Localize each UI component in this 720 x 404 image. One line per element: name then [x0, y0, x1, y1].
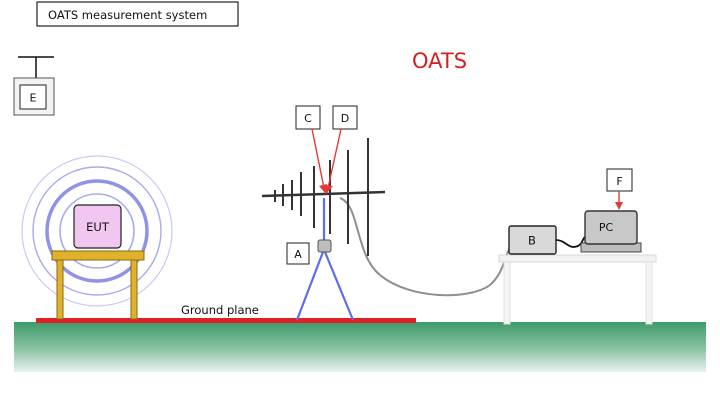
monitor-icon: PC [580, 210, 642, 253]
earth-symbol: E [13, 56, 55, 116]
ground-plane-label: Ground plane [181, 303, 259, 317]
label-eut: EUT [86, 220, 110, 234]
label-b: B [528, 234, 536, 248]
label-a: A [294, 248, 302, 261]
ground-plane: Ground plane [36, 303, 416, 323]
label-c: C [304, 112, 312, 125]
tripod-icon [295, 198, 355, 321]
eut-device: EUT [73, 204, 122, 249]
label-f: F [616, 175, 622, 188]
label-d: D [341, 112, 349, 125]
log-periodic-antenna-icon [261, 138, 386, 256]
tee-pole-icon [18, 56, 54, 78]
pointer-arrows [311, 128, 342, 194]
label-e: E [30, 92, 37, 105]
field-rings-icon [21, 155, 173, 307]
rf-cable [339, 197, 513, 297]
f-pointer-arrow [615, 191, 623, 210]
label-c-box: C [295, 105, 321, 130]
instrument-table [498, 254, 657, 325]
label-d-box: D [332, 105, 358, 130]
title-box: OATS measurement system [36, 1, 239, 27]
label-pc: PC [599, 221, 614, 234]
label-a-box: A [286, 242, 310, 265]
floor [14, 322, 706, 372]
oats-heading: OATS [412, 49, 467, 73]
label-f-box: F [606, 168, 633, 192]
eut-table [51, 250, 145, 320]
title-text: OATS measurement system [48, 8, 207, 22]
receiver-b: B [508, 225, 557, 255]
preamp-a [317, 239, 332, 253]
